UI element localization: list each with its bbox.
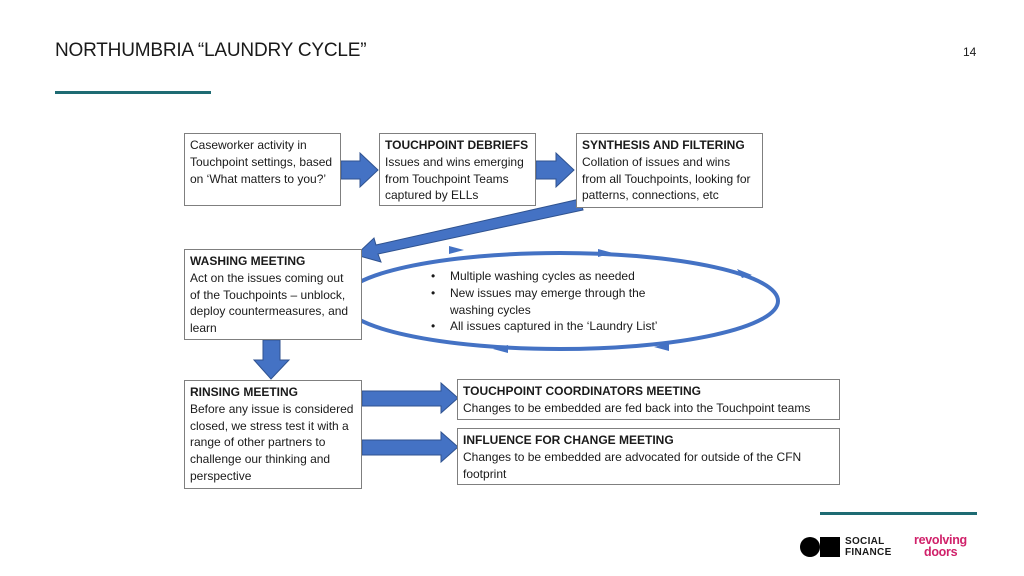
social-finance-line-2: FINANCE — [845, 547, 892, 558]
social-finance-line-1: SOCIAL — [845, 536, 885, 547]
social-finance-wordmark: SOCIAL FINANCE — [845, 536, 892, 558]
arrow-synthesis-to-washing — [355, 198, 584, 263]
bullet-item: Multiple washing cycles as needed — [428, 268, 688, 285]
touchpoint-coordinators-text: Changes to be embedded are fed back into… — [463, 400, 811, 415]
arrow-debriefs-to-synthesis — [535, 151, 575, 189]
synthesis-filtering-box: SYNTHESIS AND FILTERING Collation of iss… — [576, 133, 763, 208]
revolving-doors-logo: revolving doors — [914, 533, 967, 559]
touchpoint-debriefs-text: Issues and wins emerging from Touchpoint… — [385, 154, 524, 203]
touchpoint-coordinators-heading: TOUCHPOINT COORDINATORS MEETING — [463, 384, 702, 398]
touchpoint-coordinators-box: TOUCHPOINT COORDINATORS MEETING Changes … — [457, 379, 840, 420]
caseworker-activity-text: Caseworker activity in Touchpoint settin… — [190, 138, 333, 186]
influence-for-change-text: Changes to be embedded are advocated for… — [463, 449, 802, 481]
revolving-doors-line-1: revolving — [914, 533, 967, 547]
rinsing-meeting-heading: RINSING MEETING — [190, 385, 299, 399]
page-title: NORTHUMBRIA “LAUNDRY CYCLE” — [55, 40, 367, 61]
footer-rule — [820, 512, 977, 515]
washing-meeting-text: Act on the issues coming out of the Touc… — [190, 270, 349, 336]
cycle-arrowhead-4 — [654, 343, 669, 351]
arrow-rinsing-to-influence — [361, 430, 459, 464]
cycle-arrowhead-5 — [493, 345, 508, 353]
washing-meeting-box: WASHING MEETING Act on the issues coming… — [184, 249, 362, 340]
cycle-arrowhead-3 — [737, 269, 752, 278]
washing-cycle-bullets: Multiple washing cycles as needed New is… — [428, 268, 688, 335]
synthesis-filtering-heading: SYNTHESIS AND FILTERING — [582, 138, 745, 152]
bullet-item: All issues captured in the ‘Laundry List… — [428, 318, 688, 335]
synthesis-filtering-text: Collation of issues and wins from all To… — [582, 154, 751, 203]
logo-circle-mark — [800, 537, 820, 557]
caseworker-activity-box: Caseworker activity in Touchpoint settin… — [184, 133, 341, 206]
arrow-rinsing-to-coordinators — [361, 381, 459, 415]
revolving-doors-line-2: doors — [924, 545, 958, 559]
arrow-washing-to-rinsing — [252, 339, 291, 380]
influence-for-change-box: INFLUENCE FOR CHANGE MEETING Changes to … — [457, 428, 840, 485]
social-finance-logo: SOCIAL FINANCE — [800, 536, 892, 558]
touchpoint-debriefs-heading: TOUCHPOINT DEBRIEFS — [385, 138, 529, 152]
arrow-caseworker-to-debriefs — [340, 151, 379, 189]
rinsing-meeting-text: Before any issue is considered closed, w… — [190, 401, 354, 483]
logo-square-mark — [820, 537, 840, 557]
cycle-arrowhead-2 — [598, 249, 613, 257]
title-underline — [55, 91, 211, 94]
bullet-item: New issues may emerge through the washin… — [428, 285, 688, 319]
rinsing-meeting-box: RINSING MEETING Before any issue is cons… — [184, 380, 362, 489]
touchpoint-debriefs-box: TOUCHPOINT DEBRIEFS Issues and wins emer… — [379, 133, 536, 206]
page-number: 14 — [963, 45, 977, 59]
influence-for-change-heading: INFLUENCE FOR CHANGE MEETING — [463, 433, 674, 447]
cycle-arrowhead-1 — [449, 246, 464, 254]
washing-meeting-heading: WASHING MEETING — [190, 254, 306, 268]
